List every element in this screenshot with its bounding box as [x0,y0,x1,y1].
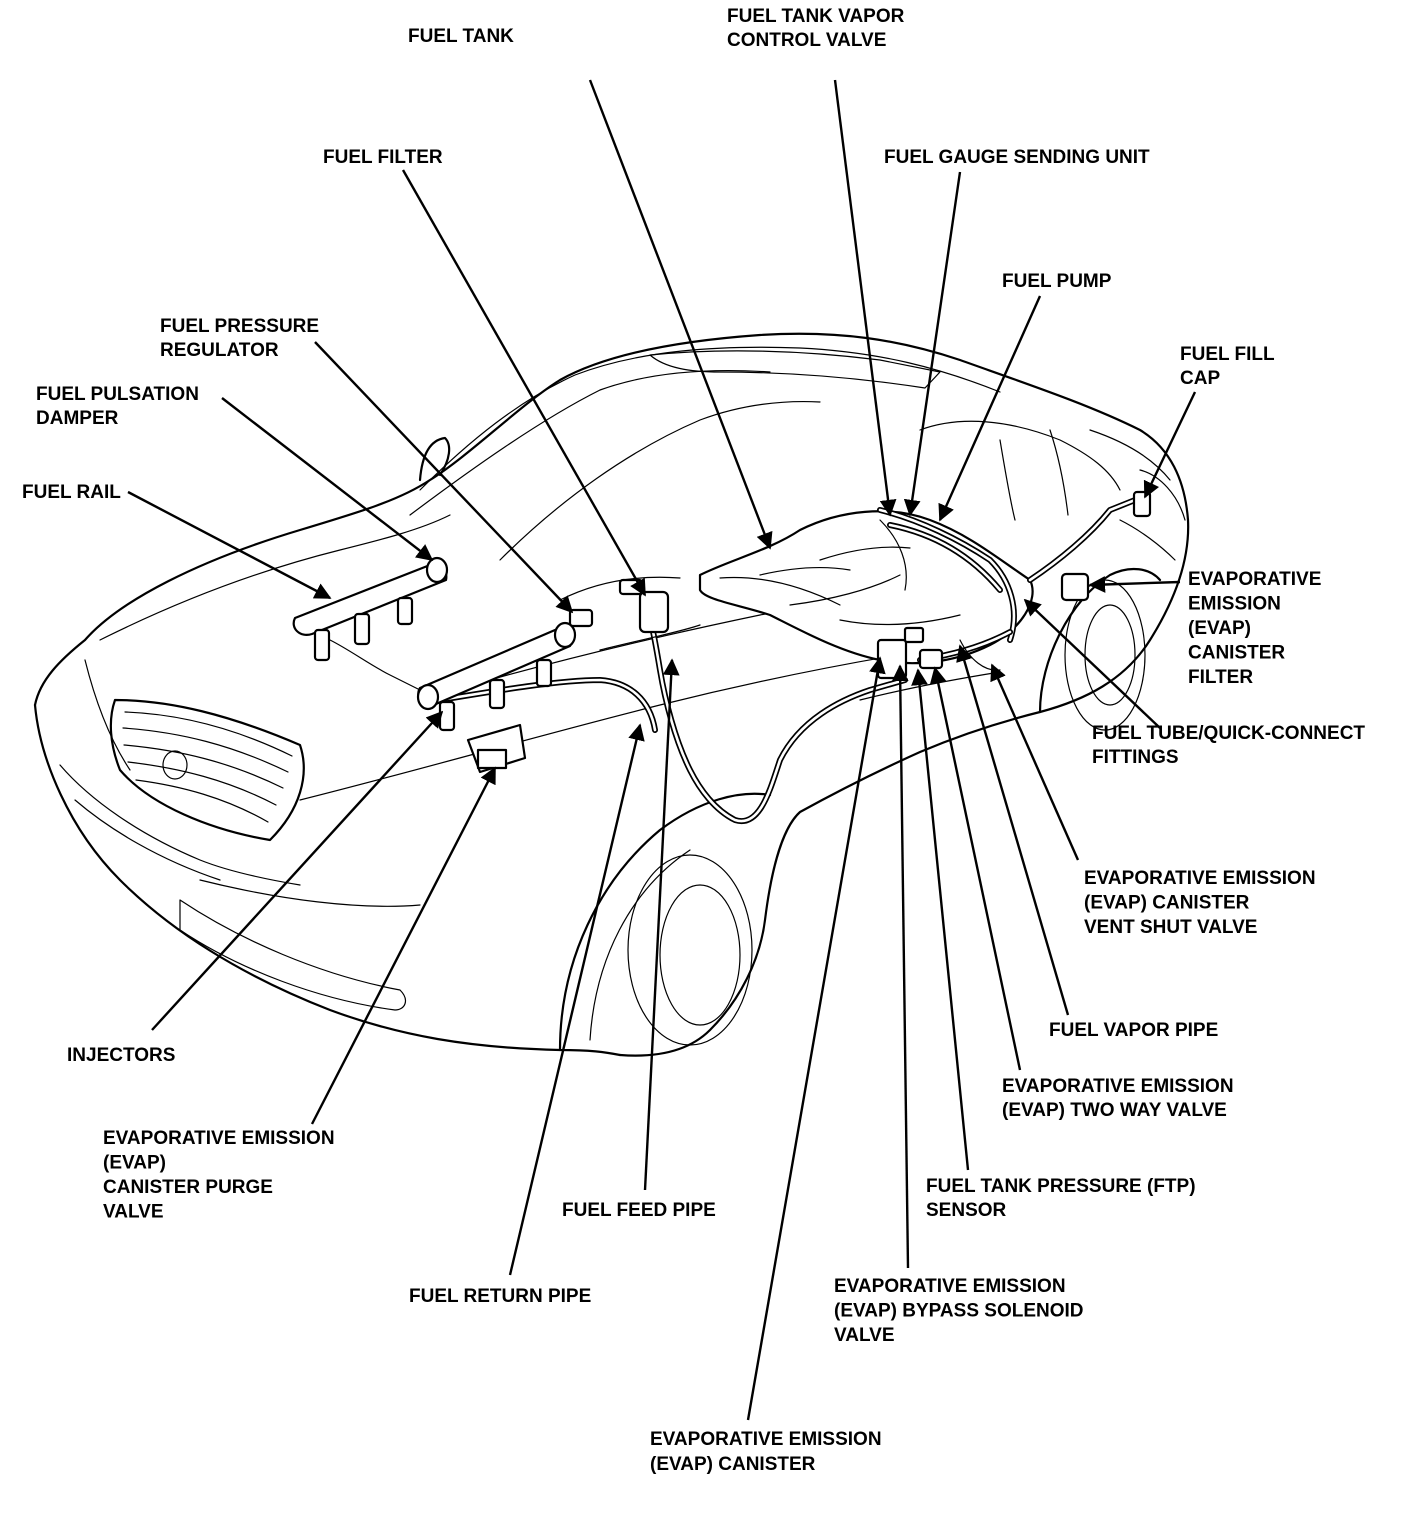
label-line: EVAPORATIVE EMISSION [1084,868,1316,889]
label-evap-bypass-solenoid-valve: EVAPORATIVE EMISSION (EVAP) BYPASS SOLEN… [834,1276,1089,1346]
leader-fuel-tank-pressure-sensor [911,668,970,1171]
label-line: EVAPORATIVE EMISSION [1002,1076,1234,1097]
label-line: REGULATOR [160,340,279,361]
label-line: CANISTER PURGE [103,1177,273,1198]
label-line: FITTINGS [1092,747,1179,768]
label-line: EMISSION [1188,594,1281,615]
leader-evap-bypass-solenoid-valve [891,664,910,1269]
label-fuel-gauge-sending-unit: FUEL GAUGE SENDING UNIT [884,147,1150,168]
label-line: FUEL GAUGE SENDING UNIT [884,147,1150,168]
label-line: DAMPER [36,408,119,429]
leader-lines [127,79,1197,1421]
label-line: (EVAP) CANISTER [1084,893,1250,914]
label-line: CANISTER [1188,643,1285,664]
label-line: VALVE [834,1325,895,1346]
label-evap-canister-vent-shut-valve: EVAPORATIVE EMISSION (EVAP) CANISTER VEN… [1084,868,1321,938]
label-line: FUEL TANK VAPOR [727,6,905,27]
engine-fuel-components [292,490,1152,774]
leader-fuel-pump [938,295,1042,522]
label-line: CONTROL VALVE [727,30,886,51]
label-line: INJECTORS [67,1045,175,1066]
label-line: SENSOR [926,1200,1007,1221]
leader-evap-canister-vent-shut-valve [990,663,1080,861]
callout-labels: FUEL TANK FUEL TANK VAPOR CONTROL VALVE … [22,6,1370,1475]
label-fuel-tank-pressure-sensor: FUEL TANK PRESSURE (FTP) SENSOR [926,1176,1201,1221]
label-line: FILTER [1188,667,1253,688]
label-line: FUEL PRESSURE [160,316,319,337]
label-line: FUEL TUBE/QUICK-CONNECT [1092,723,1365,744]
label-line: EVAPORATIVE [1188,569,1321,590]
leader-injectors [151,710,444,1031]
label-line: FUEL PUMP [1002,271,1112,292]
label-line: (EVAP) CANISTER [650,1454,816,1475]
label-line: EVAPORATIVE EMISSION [650,1429,882,1450]
leader-fuel-filter [401,169,647,597]
label-line: FUEL TANK [408,26,514,47]
label-fuel-feed-pipe: FUEL FEED PIPE [562,1200,716,1221]
label-fuel-tank: FUEL TANK [408,26,514,47]
label-line: CAP [1180,368,1220,389]
label-line: FUEL FILL [1180,344,1275,365]
label-line: FUEL FEED PIPE [562,1200,716,1221]
label-line: VENT SHUT VALVE [1084,917,1257,938]
leader-fuel-tank-vapor-control-valve [833,79,897,517]
leader-fuel-vapor-pipe [956,644,1070,1016]
leader-evap-canister-purge-valve [310,766,497,1125]
label-line: FUEL RETURN PIPE [409,1286,591,1307]
label-evap-two-way-valve: EVAPORATIVE EMISSION (EVAP) TWO WAY VALV… [1002,1076,1239,1121]
label-evap-canister: EVAPORATIVE EMISSION (EVAP) CANISTER [650,1429,887,1475]
label-line: FUEL TANK PRESSURE (FTP) [926,1176,1196,1197]
label-fuel-rail: FUEL RAIL [22,482,121,503]
label-fuel-pressure-regulator: FUEL PRESSURE REGULATOR [160,316,324,361]
label-line: (EVAP) BYPASS SOLENOID [834,1301,1084,1322]
label-line: EVAPORATIVE EMISSION [103,1128,335,1149]
leader-fuel-feed-pipe [643,658,680,1191]
leader-fuel-rail [127,490,332,600]
label-line: (EVAP) TWO WAY VALVE [1002,1100,1227,1121]
leader-fuel-gauge-sending-unit [903,171,962,517]
leader-fuel-return-pipe [508,723,645,1276]
label-fuel-pulsation-damper: FUEL PULSATION DAMPER [36,384,204,429]
leader-evap-two-way-valve [929,666,1022,1071]
leader-fuel-pressure-regulator [314,341,574,614]
leader-fuel-tube-quick-connect-fittings [1023,598,1161,729]
label-line: (EVAP) [1188,618,1251,639]
label-evap-canister-filter: EVAPORATIVE EMISSION (EVAP) CANISTER FIL… [1188,569,1327,688]
label-fuel-filter: FUEL FILTER [323,147,443,168]
label-evap-canister-purge-valve: EVAPORATIVE EMISSION (EVAP) CANISTER PUR… [103,1128,340,1223]
label-line: EVAPORATIVE EMISSION [834,1276,1066,1297]
label-fuel-return-pipe: FUEL RETURN PIPE [409,1286,591,1307]
leader-fuel-pulsation-damper [221,397,434,562]
label-injectors: INJECTORS [67,1045,175,1066]
leader-fuel-tank [588,79,773,550]
label-fuel-fill-cap: FUEL FILL CAP [1180,344,1280,389]
label-line: FUEL PULSATION [36,384,199,405]
leader-fuel-fill-cap [1143,391,1197,499]
leader-evap-canister [746,656,886,1421]
label-line: FUEL VAPOR PIPE [1049,1020,1218,1041]
car-body-outline [33,332,1190,1057]
label-fuel-vapor-pipe: FUEL VAPOR PIPE [1049,1020,1218,1041]
label-line: FUEL RAIL [22,482,121,503]
label-line: (EVAP) [103,1153,166,1174]
label-fuel-tube-quick-connect-fittings: FUEL TUBE/QUICK-CONNECT FITTINGS [1092,723,1370,768]
leader-evap-canister-filter [1088,576,1181,593]
label-line: VALVE [103,1202,164,1223]
fuel-tank-drawing [698,510,1034,665]
label-fuel-tank-vapor-control-valve: FUEL TANK VAPOR CONTROL VALVE [727,6,910,51]
label-fuel-pump: FUEL PUMP [1002,271,1112,292]
label-line: FUEL FILTER [323,147,443,168]
